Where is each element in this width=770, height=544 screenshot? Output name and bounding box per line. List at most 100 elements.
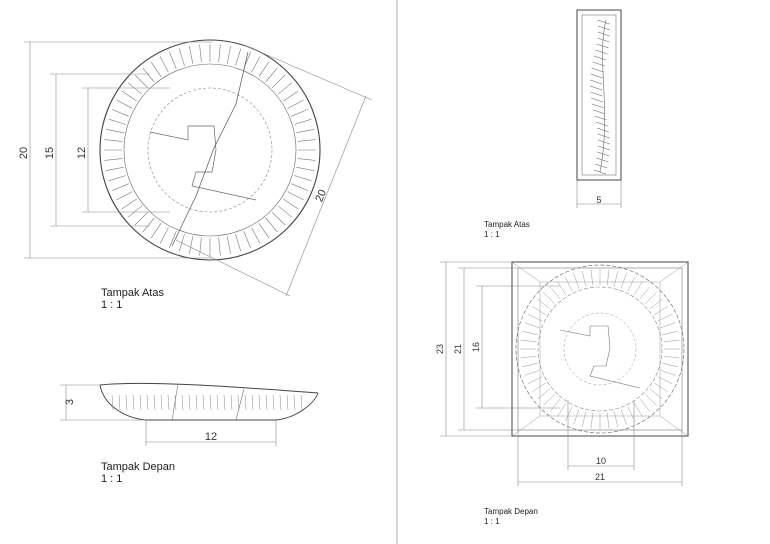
rib-line [627,276,635,292]
slat-line [595,49,608,55]
rib-line [613,270,619,287]
rib-line [202,394,205,411]
rib-line [654,382,668,392]
rib-line [108,175,126,182]
rib-line [606,269,610,286]
rib-line [111,109,129,117]
rib-line [662,362,679,368]
rib-line [111,394,114,411]
box-top-plate-edge [589,19,611,175]
plate-top-view-label: Tampak Atas [101,287,164,299]
rib-line [159,56,169,73]
rib-line [520,355,537,359]
box-front-view-scale: 1 : 1 [484,517,500,526]
rib-line [104,139,123,142]
slat-line [590,97,604,103]
rib-line [279,394,282,411]
rib-line [237,394,240,411]
rib-line [159,227,169,244]
rib-line [153,394,156,411]
slat-line [597,133,610,139]
slat-line [596,157,609,163]
slat-line [594,55,607,61]
rib-line [178,48,185,66]
rib-line [537,388,551,400]
rib-line [244,394,247,411]
rib-line [521,362,538,368]
rib-line [590,412,594,429]
rib-line [532,306,546,316]
rib-line [663,355,680,359]
rib-line [293,394,296,411]
rib-line [565,406,573,422]
rib-line [294,175,312,182]
rib-line [258,394,261,411]
rib-line [524,369,540,376]
rib-line [662,330,679,336]
rib-line [251,56,261,73]
rib-line [127,205,143,218]
box-plate-outer [515,264,685,434]
rib-line [105,166,124,171]
rib-line [223,394,226,411]
box-front-dim-opening-w: 10 [596,456,606,466]
rib-line [645,394,657,406]
plate-front-dim-foot: 12 [205,431,217,443]
rib-line [524,322,540,329]
box-top-view [576,9,622,181]
rib-line [521,330,538,336]
rib-line [527,314,543,322]
slat-line [597,145,610,151]
rib-line [118,394,121,411]
rib-line [557,403,567,417]
rib-line [613,411,619,428]
rib-line [121,90,137,102]
rib-line [283,198,299,210]
slat-line [597,151,610,157]
rib-line [167,394,170,411]
rib-line [581,270,587,287]
plate-front-view [99,382,319,421]
rib-line [639,286,651,300]
rib-line [283,90,299,102]
plate-rim-ribs [104,44,316,256]
plate-top-dimensions [24,41,373,297]
rib-line [549,398,561,412]
plate-front-view-scale: 1 : 1 [101,473,123,485]
rib-line [537,298,551,310]
rib-line [291,109,309,117]
rib-line [216,394,219,411]
rib-line [265,217,278,233]
rib-line [294,118,312,125]
rib-line [189,236,194,255]
rib-line [645,292,657,304]
rib-line [297,158,316,161]
rib-line [127,82,143,95]
slat-line [590,91,603,97]
plate-front-view-label: Tampak Depan [101,461,175,473]
plate-outer-rim [99,39,321,261]
rib-line [300,394,303,411]
rib-line [532,382,546,392]
rib-line [251,227,261,244]
box-top-view-scale: 1 : 1 [484,230,500,239]
rib-line [606,412,610,429]
rib-line [649,298,663,310]
rib-line [199,237,202,256]
box-front-bevel [511,261,689,437]
rib-line [520,339,537,343]
plate-top-dim-foot: 12 [76,147,88,159]
plate-top-dim-rim: 15 [44,147,56,159]
rib-line [654,306,668,316]
plate-front-dimensions [60,384,277,446]
rib-line [116,191,133,201]
plate-center-notch [149,125,257,201]
slat-line [590,73,603,79]
box-top-outer [576,9,622,181]
rib-line [209,394,212,411]
plate-inner-rim [123,63,297,237]
rib-line [235,48,242,66]
rib-line [230,394,233,411]
rib-line [226,45,231,64]
